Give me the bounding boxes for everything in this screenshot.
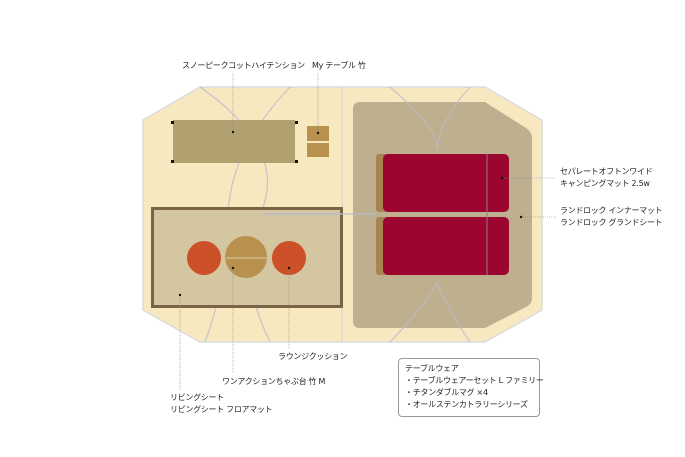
cot <box>173 120 295 163</box>
inner-mat-label-1: ランドロック インナーマット <box>560 206 663 215</box>
living-sheet-label-2: リビングシート フロアマット <box>170 405 273 414</box>
mat-label-2: キャンピングマット 2.5w <box>560 179 650 188</box>
inner-mat-label-2: ランドロック グランドシート <box>560 218 663 227</box>
chabudai-label: ワンアクションちゃぶ台 竹 M <box>222 377 326 386</box>
mattress-top <box>383 154 509 212</box>
leader-lines <box>179 73 556 391</box>
lounge-cushion-right <box>272 241 306 275</box>
table-label: My テーブル 竹 <box>312 61 366 70</box>
cushion-label: ラウンジクッション <box>278 352 348 361</box>
cot-legs <box>171 121 298 163</box>
mat-label-1: セパレートオフトンワイド <box>560 167 653 176</box>
my-table-bottom <box>307 143 329 157</box>
tableware-item: ・テーブルウェアーセット L ファミリー <box>405 376 544 385</box>
tableware-item: ・オールステンカトラリーシリーズ <box>405 400 528 409</box>
tableware-title: テーブルウェア <box>405 364 459 373</box>
cot-label: スノーピークコットハイテンション <box>182 61 305 70</box>
chabudai-table <box>225 236 267 278</box>
tableware-item: ・チタンダブルマグ ×4 <box>405 388 488 397</box>
living-sheet-label-1: リビングシート <box>170 393 224 402</box>
lounge-cushion-left <box>187 241 221 275</box>
mattress-bottom <box>383 217 509 275</box>
leader-dots <box>178 130 523 297</box>
tableware-box: テーブルウェア ・テーブルウェアーセット L ファミリー ・チタンダブルマグ ×… <box>398 358 544 417</box>
